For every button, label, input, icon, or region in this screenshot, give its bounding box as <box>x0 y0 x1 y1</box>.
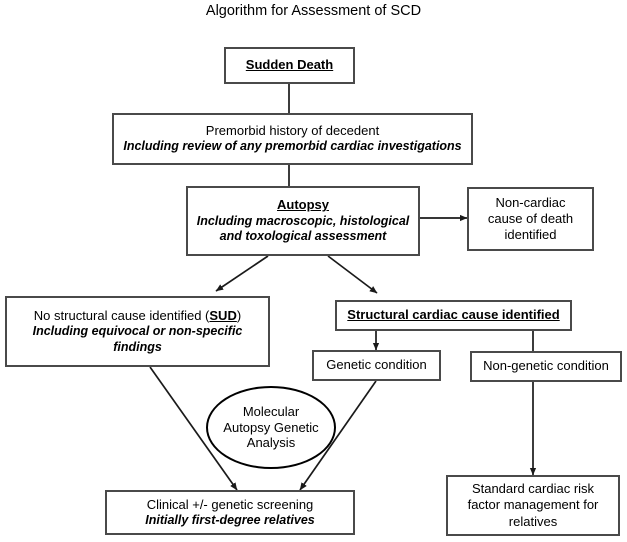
node-non-genetic-condition: Non-genetic condition <box>470 351 622 382</box>
node-non-genetic-condition-line-0: Non-genetic condition <box>483 358 609 374</box>
node-non-cardiac-cause: Non-cardiac cause of death identified <box>467 187 594 251</box>
page-title: Algorithm for Assessment of SCD <box>205 3 422 19</box>
node-non-cardiac-cause-line-0: Non-cardiac <box>495 194 566 210</box>
node-autopsy-line-0: Autopsy <box>277 197 329 213</box>
node-premorbid-history-line-0: Premorbid history of decedent <box>205 123 380 139</box>
node-standard-risk-management-line-2: relatives <box>508 513 558 529</box>
edge-autopsy-to-sud <box>215 255 269 292</box>
node-sud-emphasis: SUD <box>209 307 237 323</box>
node-autopsy-line-1: Including macroscopic, histological <box>196 213 410 228</box>
node-premorbid-history: Premorbid history of decedent Including … <box>112 113 473 165</box>
node-sudden-death-line-0: Sudden Death <box>245 57 334 73</box>
node-genetic-condition-line-0: Genetic condition <box>326 357 427 373</box>
node-standard-risk-management: Standard cardiac risk factor management … <box>446 475 620 536</box>
node-non-cardiac-cause-line-2: identified <box>504 227 557 243</box>
node-sud: No structural cause identified (SUD) Inc… <box>5 296 270 367</box>
node-genetic-condition: Genetic condition <box>312 350 441 381</box>
node-premorbid-history-line-1: Including review of any premorbid cardia… <box>123 139 462 154</box>
node-molecular-autopsy-line-0: Molecular <box>242 403 300 419</box>
node-autopsy-line-2: and toxological assessment <box>219 229 387 244</box>
node-clinical-screening: Clinical +/- genetic screening Initially… <box>105 490 355 535</box>
node-molecular-autopsy: Molecular Autopsy Genetic Analysis <box>206 386 336 469</box>
node-clinical-screening-line-0: Clinical +/- genetic screening <box>146 496 314 512</box>
node-molecular-autopsy-line-1: Autopsy Genetic <box>223 419 319 435</box>
node-sud-text-after: ) <box>236 307 242 323</box>
node-clinical-screening-line-1: Initially first-degree relatives <box>145 512 315 527</box>
node-sud-text-before: No structural cause identified ( <box>33 307 210 323</box>
node-sud-line-2: findings <box>113 339 162 354</box>
edge-autopsy-to-structural <box>327 255 378 294</box>
node-sud-line-1: Including equivocal or non-specific <box>32 324 243 339</box>
node-non-cardiac-cause-line-1: cause of death <box>487 210 574 226</box>
node-sudden-death: Sudden Death <box>224 47 355 84</box>
node-standard-risk-management-line-0: Standard cardiac risk <box>471 481 595 497</box>
node-autopsy: Autopsy Including macroscopic, histologi… <box>186 186 420 256</box>
node-molecular-autopsy-line-2: Analysis <box>246 435 296 451</box>
node-structural-cardiac-line-0: Structural cardiac cause identified <box>347 307 560 323</box>
node-sud-line-0: No structural cause identified (SUD) <box>34 308 241 324</box>
node-structural-cardiac: Structural cardiac cause identified <box>335 300 572 331</box>
node-standard-risk-management-line-1: factor management for <box>467 497 599 513</box>
